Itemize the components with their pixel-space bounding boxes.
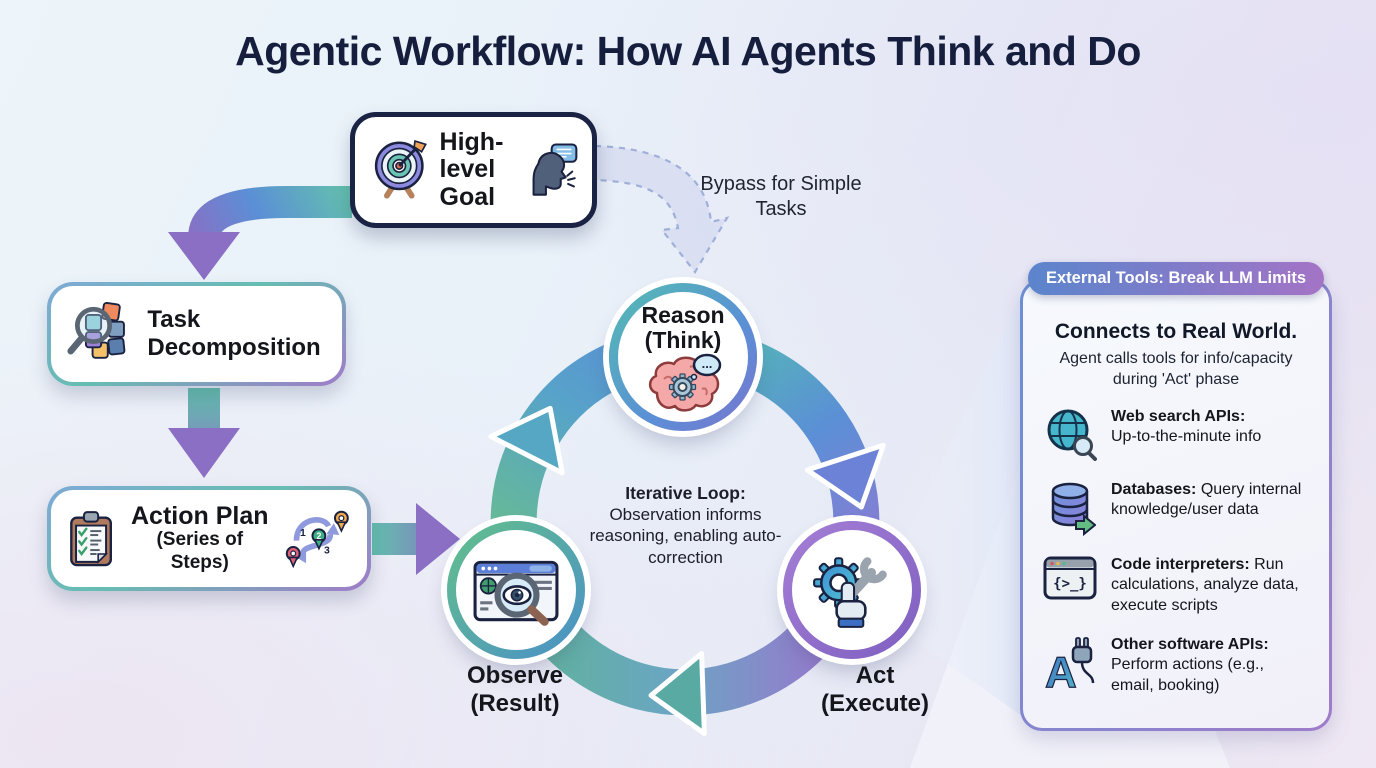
bypass-annotation: Bypass for Simple Tasks: [700, 173, 862, 220]
observe-node-label: Observe (Result): [420, 662, 610, 717]
brain-gear-icon: ...: [648, 353, 722, 412]
task-decomposition-box: Task Decomposition: [47, 282, 346, 386]
tool-code-interpreters: {>_} Code interpreters: Run calculations…: [1041, 555, 1311, 616]
tool-software-apis: A Other software APIs: Perform actions (…: [1041, 635, 1311, 696]
external-tools-panel: External Tools: Break LLM Limits Connect…: [1020, 262, 1332, 731]
clipboard-checklist-icon: [70, 510, 112, 566]
tool-databases: Databases: Query internal knowledge/user…: [1041, 480, 1311, 536]
tool-label: Databases:: [1111, 480, 1197, 498]
route-step-3: 3: [324, 545, 330, 556]
observe-sublabel: (Result): [470, 689, 560, 717]
target-icon: [374, 139, 427, 199]
reason-label: Reason: [641, 302, 725, 329]
magnifier-puzzle-icon: [67, 302, 126, 359]
web-search-icon: [1047, 409, 1097, 461]
code-interpreter-icon: {>_}: [1043, 556, 1097, 600]
task-decomposition-label: Task Decomposition: [147, 306, 321, 361]
database-icon: [1051, 482, 1096, 536]
loop-description: Observation informs reasoning, enabling …: [589, 505, 782, 567]
tool-label: Code interpreters:: [1111, 555, 1250, 573]
observe-node: [447, 521, 585, 659]
speaking-user-icon: [532, 143, 578, 196]
reason-node: Reason (Think) ...: [609, 283, 757, 431]
loop-arrowhead-observe-to-reason: [488, 405, 565, 476]
code-glyph: {>_}: [1053, 576, 1087, 592]
high-level-goal-box: High-level Goal: [350, 112, 597, 228]
tool-web-search: Web search APIs: Up-to-the-minute info: [1041, 407, 1311, 461]
tool-desc: Up-to-the-minute info: [1111, 428, 1262, 446]
observe-label: Observe: [466, 662, 564, 689]
iterative-loop-annotation: Iterative Loop: Observation informs reas…: [583, 483, 788, 568]
arrow-plan-to-loop: [372, 503, 460, 575]
bypass-arrow: [593, 144, 730, 274]
route-steps-icon: 1 3 2: [286, 510, 350, 568]
arrow-goal-to-task: [168, 186, 352, 280]
page-title: Agentic Workflow: How AI Agents Think an…: [235, 28, 1141, 74]
tool-desc: Run calculations, analyze data, execute …: [1111, 555, 1299, 614]
panel-heading: Connects to Real World.: [1054, 320, 1298, 343]
action-plan-box: Action Plan (Series of Steps) 1 3 2: [47, 486, 371, 591]
tool-label: Web search APIs:: [1111, 407, 1246, 425]
tool-label: Other software APIs:: [1111, 636, 1269, 653]
gear-wrench-hand-icon: [813, 557, 887, 628]
high-level-goal-label: High-level Goal: [439, 127, 504, 211]
tool-desc: Perform actions (e.g., email, booking): [1111, 656, 1264, 694]
loop-arrowhead-act-to-observe: [648, 651, 707, 737]
act-label: Act: [855, 662, 895, 689]
action-plan-sublabel: (Series of Steps): [156, 528, 244, 573]
arrow-task-to-plan: [168, 388, 240, 478]
route-step-1: 1: [300, 527, 306, 538]
act-to-tools-beam: [905, 292, 1022, 716]
thought-dots: ...: [702, 356, 713, 371]
panel-subheading: Agent calls tools for info/capacity duri…: [1059, 350, 1293, 388]
tool-desc: Query internal knowledge/user data: [1111, 480, 1302, 519]
tools-list: Web search APIs: Up-to-the-minute info: [1041, 407, 1311, 697]
loop-arrowhead-reason-to-act: [804, 442, 886, 510]
loop-title: Iterative Loop:: [625, 483, 746, 503]
software-api-icon: A: [1044, 637, 1095, 693]
external-tools-header: External Tools: Break LLM Limits: [1027, 262, 1325, 295]
action-plan-label: Action Plan: [130, 501, 269, 530]
browser-eye-magnifier-icon: [473, 560, 559, 626]
act-node: [783, 521, 921, 659]
act-sublabel: (Execute): [820, 689, 930, 717]
reason-sublabel: (Think): [644, 327, 722, 353]
act-node-label: Act (Execute): [780, 662, 970, 717]
route-step-2: 2: [317, 531, 322, 541]
